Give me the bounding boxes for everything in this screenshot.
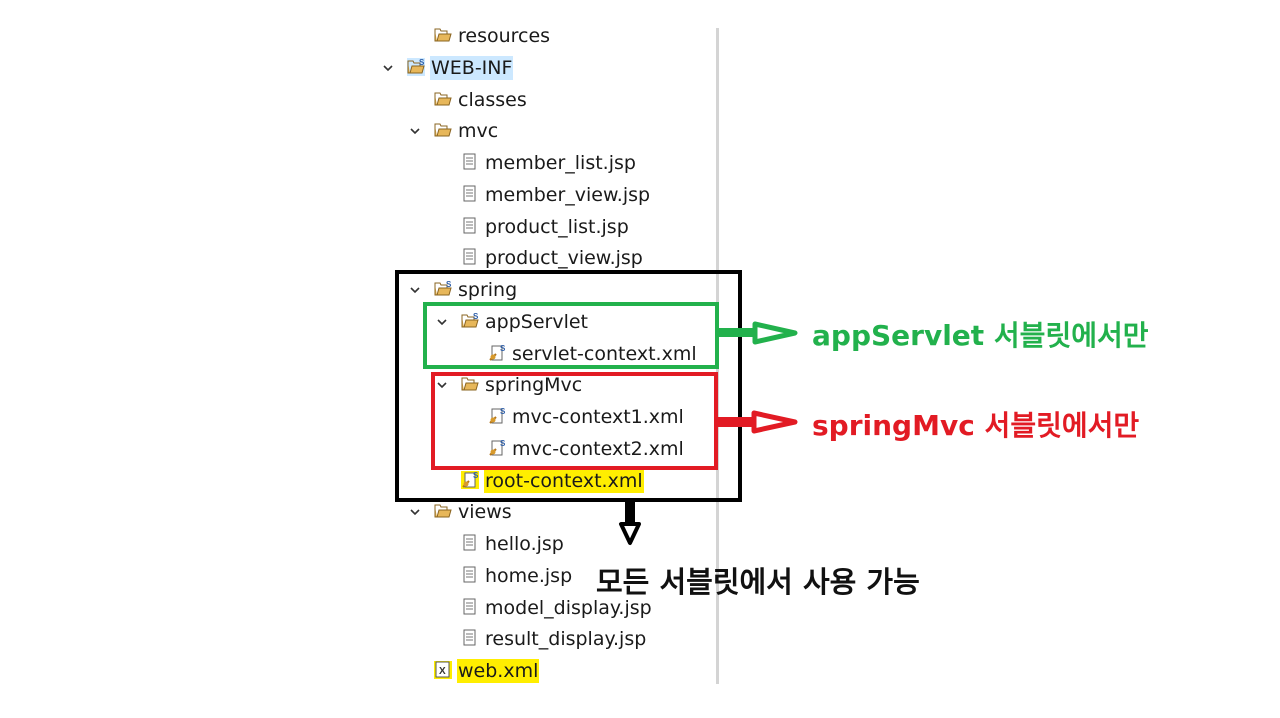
spring-mvc-box	[431, 372, 718, 470]
chevron-down-icon[interactable]	[408, 124, 422, 138]
chevron-down-icon[interactable]	[435, 378, 449, 392]
tree-item-label: result_display.jsp	[485, 628, 647, 651]
chevron-down-icon[interactable]	[435, 315, 449, 329]
chevron-down-icon[interactable]	[408, 283, 422, 297]
tree-item-label: web.xml	[457, 659, 540, 683]
tree-item-classes[interactable]: classes	[0, 86, 700, 114]
jsp-file-icon	[461, 153, 479, 171]
tree-item-label: spring	[458, 279, 518, 301]
tree-item-web-inf[interactable]: S WEB-INF	[0, 54, 700, 82]
tree-item-views[interactable]: views	[0, 498, 700, 526]
tree-item-mvc[interactable]: mvc	[0, 117, 700, 145]
app-servlet-callout: appServlet 서블릿에서만	[812, 319, 1149, 352]
tree-item-resources[interactable]: resources	[0, 22, 700, 50]
spring-bean-file-icon: S	[488, 344, 506, 362]
svg-text:S: S	[473, 312, 479, 321]
app-servlet-box	[423, 302, 719, 369]
tree-item-label: model_display.jsp	[485, 596, 652, 619]
tree-item-label: product_view.jsp	[485, 247, 643, 270]
jsp-file-icon	[461, 185, 479, 203]
tree-item-hello-jsp[interactable]: hello.jsp	[0, 530, 700, 558]
chevron-down-icon[interactable]	[381, 61, 395, 75]
jsp-file-icon	[461, 248, 479, 266]
folder-icon	[434, 121, 452, 139]
tree-item-label: product_list.jsp	[485, 215, 629, 238]
tree-item-label: hello.jsp	[485, 533, 564, 555]
tree-item-label: classes	[458, 88, 527, 111]
spring-bean-file-icon: S	[488, 439, 506, 457]
folder-icon	[461, 375, 479, 393]
all-servlets-callout: 모든 서블릿에서 사용 가능	[596, 565, 920, 599]
tree-item-member-list-jsp[interactable]: member_list.jsp	[0, 149, 700, 177]
jsp-file-icon	[461, 217, 479, 235]
svg-text:X: X	[439, 666, 446, 677]
tree-item-label: member_list.jsp	[485, 152, 636, 174]
chevron-down-icon[interactable]	[408, 505, 422, 519]
tree-item-home-jsp[interactable]: home.jsp	[0, 562, 700, 590]
tree-item-label: mvc-context1.xml	[512, 406, 684, 428]
spring-bean-file-icon: S	[461, 470, 479, 489]
jsp-file-icon	[461, 629, 479, 647]
tree-item-label: resources	[458, 25, 551, 47]
spring-mvc-callout: springMvc 서블릿에서만	[812, 409, 1140, 442]
svg-text:S: S	[500, 407, 506, 416]
jsp-file-icon	[461, 566, 479, 584]
tree-item-product-view-jsp[interactable]: product_view.jsp	[0, 244, 700, 272]
tree-item-label: mvc-context2.xml	[512, 437, 684, 460]
jsp-file-icon	[461, 598, 479, 616]
xml-file-icon: X	[434, 661, 452, 679]
folder-icon	[434, 502, 452, 520]
tree-item-label: mvc	[458, 120, 499, 143]
tree-item-label: member_view.jsp	[485, 183, 651, 206]
tree-item-label: root-context.xml	[484, 468, 644, 493]
tree-item-product-list-jsp[interactable]: product_list.jsp	[0, 213, 700, 241]
svg-text:S: S	[500, 344, 506, 353]
tree-item-label: appServlet	[485, 310, 588, 333]
tree-item-label: home.jsp	[485, 564, 573, 587]
svg-text:S: S	[419, 58, 425, 67]
svg-text:S: S	[473, 471, 479, 480]
svg-text:S: S	[500, 439, 506, 448]
svg-text:S: S	[446, 280, 452, 289]
jsp-file-icon	[461, 534, 479, 552]
spring-folder-icon: S	[434, 280, 452, 298]
tree-item-label: WEB-INF	[430, 55, 514, 80]
spring-folder-icon: S	[407, 57, 425, 76]
tree-item-label: servlet-context.xml	[512, 342, 697, 365]
spring-folder-icon: S	[461, 312, 479, 330]
folder-icon	[434, 90, 452, 108]
tree-item-member-view-jsp[interactable]: member_view.jsp	[0, 181, 700, 209]
spring-bean-file-icon: S	[488, 407, 506, 425]
folder-icon	[434, 26, 452, 44]
tree-item-model-display-jsp[interactable]: model_display.jsp	[0, 594, 700, 622]
tree-item-label: views	[458, 501, 512, 524]
tree-item-label: springMvc	[485, 374, 583, 397]
tree-item-springmvc[interactable]: springMvc	[0, 371, 700, 399]
spring-folder-box	[395, 270, 742, 502]
tree-item-result-display-jsp[interactable]: result_display.jsp	[0, 625, 700, 653]
